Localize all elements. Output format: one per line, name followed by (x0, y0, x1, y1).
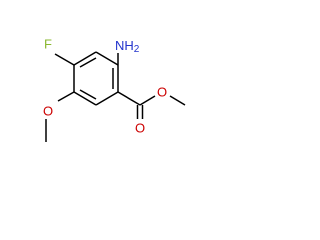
amine-label: NH2 (115, 38, 140, 55)
amine-symbol: NH (115, 38, 134, 53)
methoxy-oxygen-label: O (43, 104, 53, 119)
ester-methyl-bond (169, 95, 186, 106)
fluorine-label: F (44, 37, 52, 52)
ring-bond-5 (73, 91, 97, 106)
methoxy-bond (57, 91, 75, 102)
molecule-structure: F NH2 O O O (43, 37, 186, 142)
ring-to-carbonyl-bond (117, 91, 141, 106)
ester-bond (139, 95, 156, 106)
ring-bond-4 (95, 91, 119, 106)
carbonyl-oxygen-label: O (135, 121, 145, 136)
ring-bond-2 (95, 51, 119, 66)
ring-bond-1 (73, 51, 97, 66)
ring-inner-bond-3 (79, 89, 97, 100)
ester-oxygen-label: O (157, 85, 167, 100)
fluorine-bond (54, 53, 75, 66)
amine-subscript: 2 (134, 44, 140, 55)
ring-inner-bond-1 (79, 57, 97, 68)
